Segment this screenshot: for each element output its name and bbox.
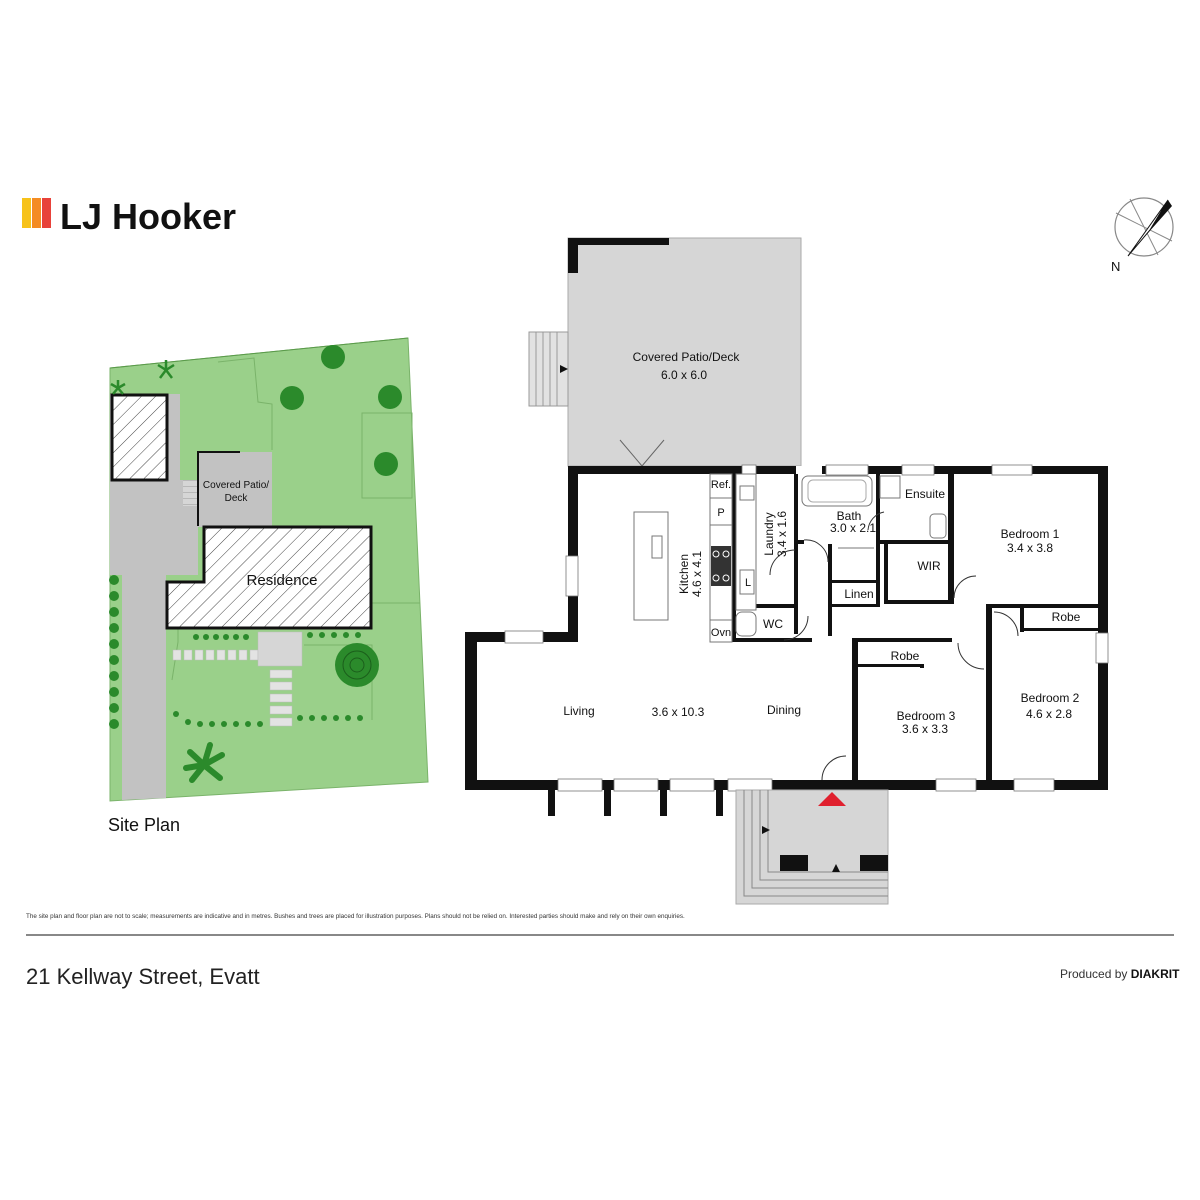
fp-cooktop — [711, 546, 731, 586]
fp-entry-porch — [735, 789, 889, 905]
footer-produced-by: Produced by DIAKRIT — [1060, 967, 1179, 981]
fp-robe1-label: Robe — [1052, 610, 1081, 624]
site-trees — [110, 345, 402, 783]
fp-windows — [504, 464, 1109, 792]
fp-house-floor — [470, 466, 1103, 787]
compass-ring — [1114, 197, 1174, 257]
fp-dining-label: Dining — [767, 703, 801, 717]
fp-entry-arrow — [818, 792, 846, 806]
logo-bar-orange — [32, 198, 41, 228]
fp-bedroom2-dims: 4.6 x 2.8 — [1026, 707, 1072, 721]
logo-wordmark: LJ Hooker — [60, 196, 236, 237]
produced-by-text: Produced by — [1060, 967, 1128, 981]
fp-wir-label: WIR — [917, 559, 941, 573]
fp-bedroom1-name: Bedroom 1 — [1001, 527, 1060, 541]
fp-interior-walls — [732, 474, 1102, 783]
fp-kitchen-dims: 4.6 x 4.1 — [690, 551, 704, 597]
fp-bath-dims: 3.0 x 2.1 — [830, 521, 876, 535]
fp-linen-label: Linen — [844, 587, 873, 601]
fp-ensuite-label: Ensuite — [905, 487, 945, 501]
site-residence-label: Residence — [247, 572, 318, 589]
site-hedge — [109, 575, 363, 729]
fp-laundry-dims: 3.4 x 1.6 — [775, 511, 789, 557]
site-covered-patio — [198, 452, 272, 527]
site-plan: Covered Patio/ Deck Residence — [109, 337, 429, 802]
fp-patio-name: Covered Patio/Deck — [633, 350, 741, 364]
logo-bar-red — [42, 198, 51, 228]
site-patio-label-1: Covered Patio/ — [203, 480, 269, 491]
fp-living-dims: 3.6 x 10.3 — [652, 705, 705, 719]
fp-ref-label: Ref. — [711, 479, 731, 491]
fp-bedroom1-dims: 3.4 x 3.8 — [1007, 541, 1053, 555]
fp-laundry-l-label: L — [745, 577, 751, 589]
producer-name: DIAKRIT — [1130, 967, 1180, 981]
fp-covered-patio — [567, 237, 802, 467]
fp-kitchen-name: Kitchen — [677, 554, 691, 594]
north-compass: N — [1111, 197, 1174, 274]
site-shed — [110, 393, 169, 482]
fp-bathtub — [801, 475, 873, 507]
fp-laundry-name: Laundry — [762, 512, 776, 555]
lj-hooker-logo: LJ Hooker — [22, 196, 236, 237]
site-patio-label-2: Deck — [225, 493, 249, 504]
floor-plan: Covered Patio/Deck 6.0 x 6.0 — [465, 237, 1109, 905]
fp-pantry-label: P — [717, 507, 724, 519]
site-driveway — [110, 394, 198, 800]
fp-patio-dims: 6.0 x 6.0 — [661, 368, 707, 382]
fp-oven-label: Ovn — [711, 627, 731, 639]
fp-outer-walls — [465, 466, 1108, 816]
fp-doors — [769, 511, 1019, 781]
fp-bedroom3-dims: 3.6 x 3.3 — [902, 722, 948, 736]
fp-robe2-label: Robe — [891, 649, 920, 663]
logo-bar-yellow — [22, 198, 31, 228]
compass-north-label: N — [1111, 259, 1120, 274]
site-front-pavers — [172, 631, 303, 727]
fp-wc-label: WC — [763, 617, 783, 631]
footer-disclaimer: The site plan and floor plan are not to … — [26, 913, 685, 920]
fp-living-label: Living — [563, 704, 594, 718]
fp-bath-name: Bath — [837, 509, 862, 523]
footer-address: 21 Kellway Street, Evatt — [26, 964, 260, 989]
site-residence — [165, 525, 373, 630]
fp-bedroom2-name: Bedroom 2 — [1021, 691, 1080, 705]
fp-bedroom3-name: Bedroom 3 — [897, 709, 956, 723]
fp-kitchen-island — [633, 511, 669, 621]
site-plan-caption: Site Plan — [108, 815, 180, 835]
